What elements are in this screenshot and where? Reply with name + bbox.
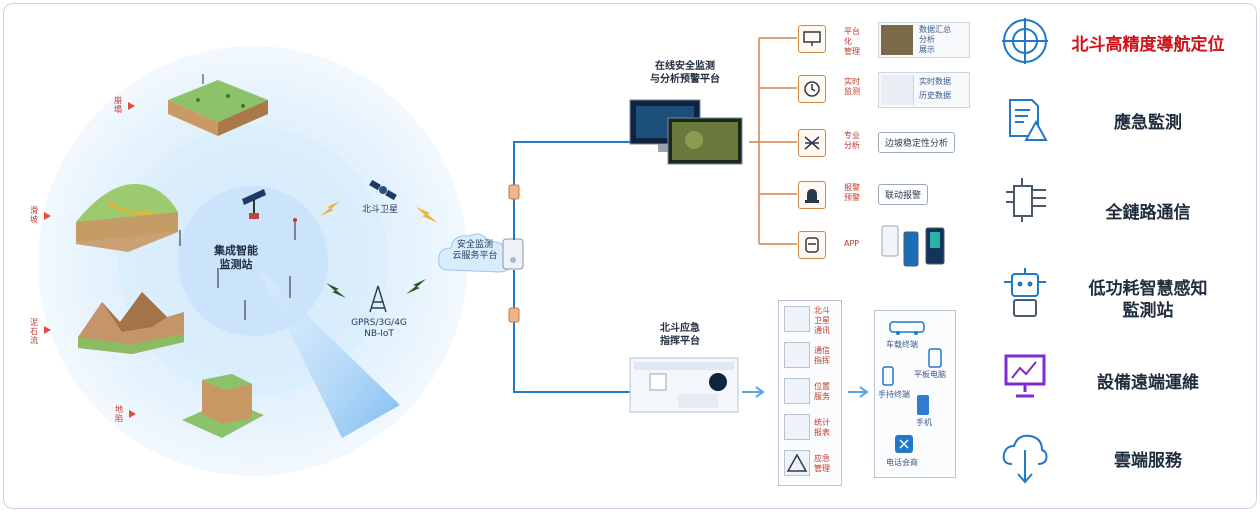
feature-label: 低功耗智慧感知 監測站: [1088, 279, 1208, 321]
feature-label: 北斗高精度導航定位: [1071, 35, 1225, 55]
terrain-arrow: [128, 102, 135, 110]
terrain-label-landslide: 滑坡: [30, 206, 38, 224]
app-phones: [881, 225, 945, 267]
remote-screen-icon: [1004, 354, 1046, 398]
location-icon: [784, 378, 810, 404]
terrain-sinkhole: [182, 374, 264, 438]
terrain-label-subsidence: 地陷: [115, 405, 123, 423]
branch-label: APP: [844, 239, 860, 248]
monitor-screens: [629, 99, 743, 165]
platform-detail-line: 分析: [919, 35, 935, 44]
command-platform-screen: [629, 357, 739, 413]
monitor-icon: [798, 25, 826, 53]
clock-icon: [798, 75, 826, 103]
terrain-mountains: [78, 292, 184, 354]
tablet-icon: [928, 348, 942, 368]
terminal-label: 手机: [916, 418, 932, 427]
function-label: 北斗 卫星 通讯: [814, 306, 830, 335]
terminal-label: 电话会商: [886, 458, 918, 467]
function-label: 应急 管理: [814, 454, 830, 473]
signal-bolt-icon: [406, 279, 426, 294]
terrain-arrow: [129, 410, 136, 418]
network-label: GPRS/3G/4G NB-IoT: [351, 318, 407, 339]
analysis-pill: 边坡稳定性分析: [878, 132, 956, 153]
server-icon: [502, 238, 524, 270]
cloud-label: 安全监测 云服务平台: [452, 240, 498, 261]
platform-detail-line: 数据汇总: [919, 25, 951, 34]
alarm-icon: [798, 181, 826, 209]
station-icon: [242, 189, 266, 219]
target-icon: [1002, 18, 1048, 64]
bottom-platform-title: 北斗应急 指挥平台: [660, 323, 700, 347]
document-alert-icon: [1009, 99, 1048, 141]
sensor-poles: [179, 218, 297, 320]
realtime-detail-line: 实时数据: [919, 77, 951, 86]
vehicle-icon: [889, 321, 925, 335]
realtime-thumbnail: [881, 75, 914, 105]
app-icon: [798, 231, 826, 259]
feature-label: 設備遠端運維: [1097, 373, 1199, 393]
chart-icon: [784, 414, 810, 440]
handheld-icon: [882, 366, 894, 386]
terminal-label: 平板电脑: [914, 370, 946, 379]
terminal-label: 手持终端: [878, 390, 910, 399]
terminals-panel: [874, 310, 956, 478]
terrain-label-debris-flow: 泥石流: [30, 318, 38, 345]
terrain-arrow: [44, 212, 51, 220]
function-label: 通信 指挥: [814, 346, 830, 365]
feature-label: 全鏈路通信: [1105, 203, 1191, 223]
branch-detail-realtime: 实时数据 历史数据: [878, 72, 970, 108]
network-icon: [784, 342, 810, 368]
conference-icon: [895, 435, 913, 453]
terrain-arrow: [44, 326, 51, 334]
satellite-icon: [784, 306, 810, 332]
signal-bolt-icon: [326, 283, 346, 298]
platform-thumbnail: [881, 25, 913, 55]
circuit-icon: [1006, 178, 1046, 222]
realtime-detail-line: 历史数据: [919, 91, 951, 100]
alarm-pill: 联动报警: [878, 184, 929, 205]
top-platform-title: 在线安全监测 与分析预警平台: [650, 61, 720, 85]
antenna-tower-icon: [369, 285, 387, 313]
radar-beam: [258, 268, 400, 438]
flow-arrow: [848, 386, 869, 398]
branch-label: 专业 分析: [844, 131, 860, 150]
function-label: 统计 报表: [814, 418, 830, 437]
feature-label: 應急監測: [1114, 113, 1182, 133]
main-connector-lines: [508, 141, 638, 393]
branch-label: 平台化 管理: [844, 27, 860, 56]
terrain-slope: [76, 183, 178, 252]
branch-detail-platform: 数据汇总 分析 展示: [878, 22, 970, 58]
satellite-icon: [369, 179, 397, 201]
feature-label: 雲端服務: [1114, 451, 1182, 471]
terminal-label: 车载终端: [886, 340, 918, 349]
terrain-label-collapse: 崩塌: [114, 96, 122, 114]
analysis-icon: [798, 129, 826, 157]
function-label: 位置 服务: [814, 382, 830, 401]
flow-arrow: [742, 386, 765, 398]
branch-label: 实时 监测: [844, 77, 860, 96]
diagram-frame: [3, 3, 1257, 509]
signal-bolt-icon: [320, 201, 340, 216]
phone-icon: [917, 395, 929, 415]
platform-detail-line: 展示: [919, 45, 935, 54]
cloud-download-icon: [1002, 434, 1048, 484]
signal-bolt-icon: [416, 207, 438, 223]
branch-lines: [749, 37, 797, 245]
center-station-label: 集成智能 监测站: [214, 244, 258, 271]
robot-icon: [1004, 268, 1046, 317]
warning-icon: [784, 450, 810, 476]
terrain-plateau: [168, 74, 268, 136]
branch-label: 报警 预警: [844, 183, 860, 202]
satellite-label: 北斗卫星: [361, 205, 398, 215]
